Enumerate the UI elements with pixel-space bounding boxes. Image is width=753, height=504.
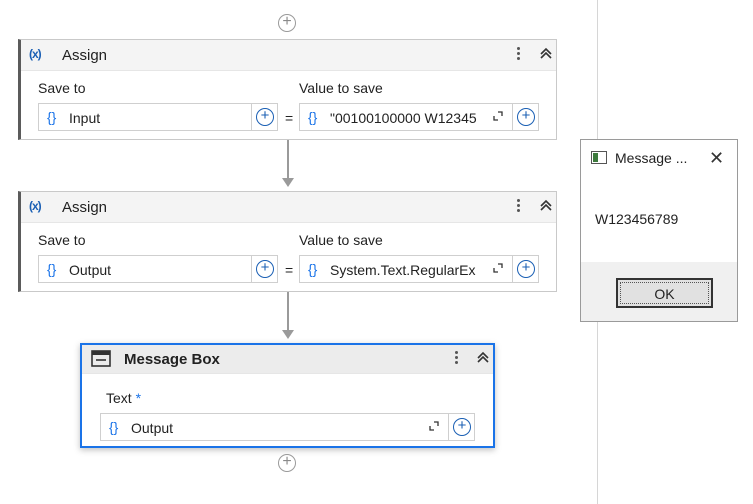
message-box-header[interactable]: Message Box [82,345,493,374]
braces-icon: {} [47,261,57,277]
variable-icon: (x) [29,47,42,61]
assign-activity-2[interactable]: (x) Assign Save to Value to save {} Outp… [18,191,557,292]
more-options-icon[interactable] [453,349,459,369]
collapse-icon[interactable] [539,198,553,215]
add-activity-top-icon[interactable]: + [278,14,296,32]
braces-icon: {} [47,109,57,125]
plus-icon: + [256,260,274,278]
message-box-icon [91,350,111,367]
add-variable-button[interactable]: + [512,256,538,282]
braces-icon: {} [308,261,318,277]
text-label-text: Text [106,390,132,406]
value-to-save-label: Value to save [299,232,383,248]
connector-line [287,292,289,330]
connector-arrow-icon [282,330,294,339]
expand-editor-icon[interactable] [429,421,439,431]
save-to-value[interactable]: Input [69,110,101,126]
assign-2-header[interactable]: (x) Assign [21,192,556,223]
plus-icon: + [517,108,535,126]
connector-arrow-icon [282,178,294,187]
expand-editor-icon[interactable] [493,263,503,273]
plus-icon: + [256,108,274,126]
message-box-title: Message Box [124,351,220,368]
braces-icon: {} [109,419,119,435]
save-to-field[interactable]: {} Input + [38,103,278,131]
value-to-save-field[interactable]: {} "00100100000 W12345 + [299,103,539,131]
variable-icon: (x) [29,199,42,213]
value-to-save-value[interactable]: "00100100000 W12345 [330,110,477,126]
add-variable-button[interactable]: + [251,104,277,130]
value-to-save-label: Value to save [299,80,383,96]
message-box-activity[interactable]: Message Box Text * {} Output + [80,343,495,448]
dialog-footer: OK [581,262,737,321]
add-activity-bottom-icon[interactable]: + [278,454,296,472]
more-options-icon[interactable] [515,197,521,217]
assign-2-title: Assign [62,199,108,216]
value-to-save-value[interactable]: System.Text.RegularEx [330,262,476,278]
plus-icon: + [453,418,471,436]
add-variable-button[interactable]: + [251,256,277,282]
ok-button[interactable]: OK [616,278,713,308]
collapse-icon[interactable] [476,350,490,367]
equals-sign: = [285,262,294,278]
add-variable-button[interactable]: + [512,104,538,130]
plus-icon: + [517,260,535,278]
connector-line [287,140,289,178]
dialog-message: W123456789 [595,211,679,227]
designer-canvas: + (x) Assign Save to Value to save {} In… [18,0,598,504]
save-to-label: Save to [38,80,86,96]
assign-activity-1[interactable]: (x) Assign Save to Value to save {} Inpu… [18,39,557,140]
assign-1-header[interactable]: (x) Assign [21,40,556,71]
value-to-save-field[interactable]: {} System.Text.RegularEx + [299,255,539,283]
text-field[interactable]: {} Output + [100,413,475,441]
message-dialog[interactable]: Message ... ✕ W123456789 OK [580,139,738,322]
equals-sign: = [285,110,294,126]
save-to-value[interactable]: Output [69,262,112,278]
save-to-label: Save to [38,232,86,248]
window-icon [591,151,607,164]
collapse-icon[interactable] [539,46,553,63]
dialog-title-bar[interactable]: Message ... ✕ [581,140,737,176]
dialog-title: Message ... [615,150,688,166]
expand-editor-icon[interactable] [493,111,503,121]
add-variable-button[interactable]: + [448,414,474,440]
close-icon[interactable]: ✕ [709,148,725,168]
braces-icon: {} [308,109,318,125]
more-options-icon[interactable] [515,45,521,65]
save-to-field[interactable]: {} Output + [38,255,278,283]
assign-1-title: Assign [62,47,108,64]
required-marker: * [135,390,142,406]
text-field-value[interactable]: Output [131,420,174,436]
text-label: Text * [106,390,141,406]
